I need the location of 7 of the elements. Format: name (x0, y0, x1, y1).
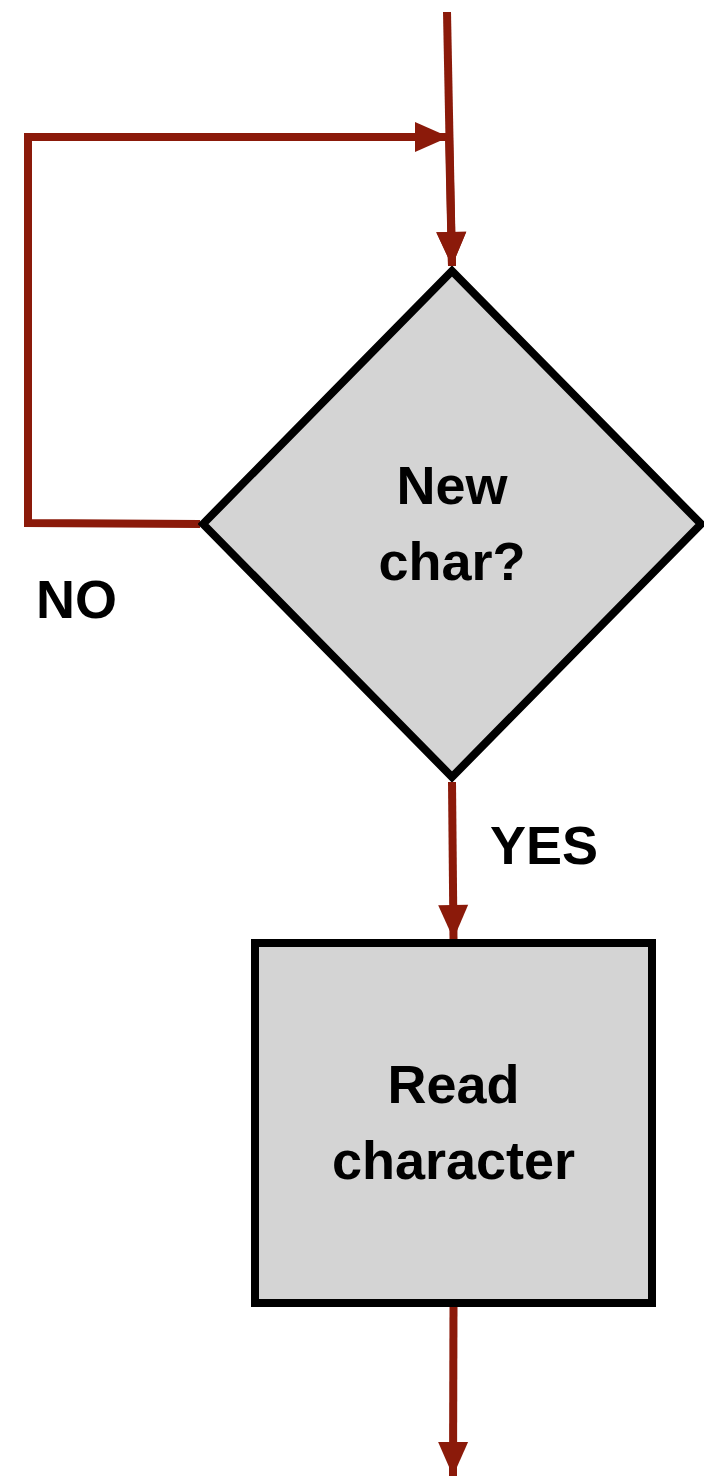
arrow (438, 781, 469, 940)
node-label: Read character (330, 1053, 577, 1192)
decision-diamond (198, 266, 704, 782)
process-box (251, 939, 656, 1307)
arrow (438, 1307, 469, 1476)
node-label: New char? (377, 454, 527, 593)
arrow (24, 122, 467, 528)
